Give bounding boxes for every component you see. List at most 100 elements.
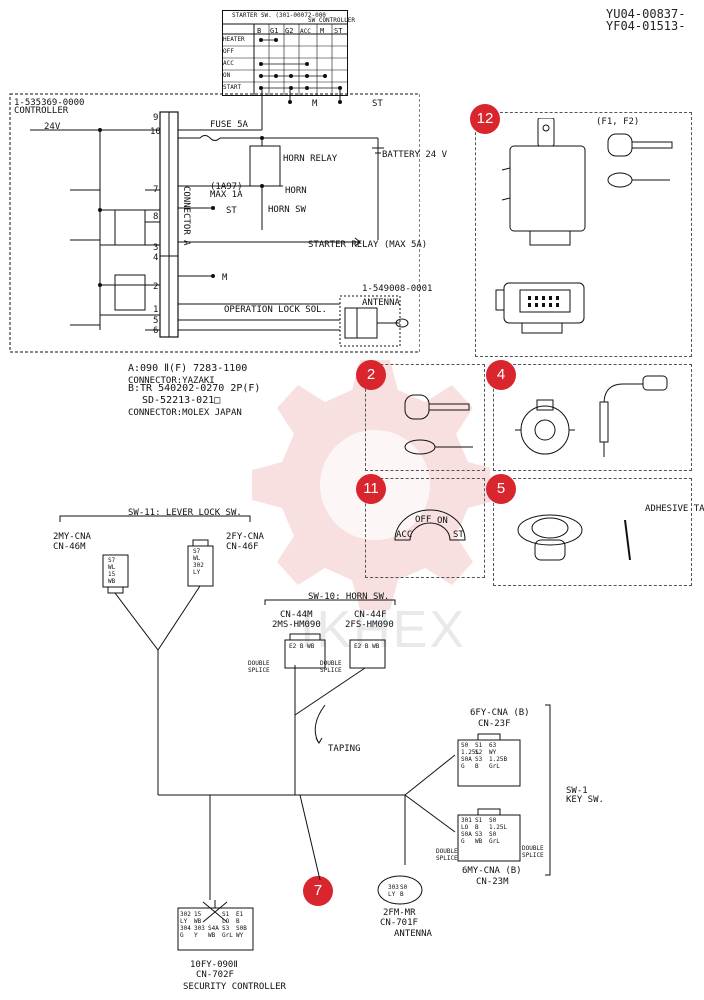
double-splice-3: DOUBLE SPLICE — [436, 848, 458, 862]
cn44m-pins: E2 B WB — [289, 643, 315, 650]
part-12-note: (F1, F2) — [596, 117, 640, 127]
cna-6my: 6MY-CNA (B) — [462, 866, 522, 876]
label-starter-relay: STARTER RELAY (MAX 5A) — [308, 240, 428, 250]
part-5-note: ADHESIVE TAPE — [645, 504, 704, 514]
part-badge-4: 4 — [486, 360, 516, 390]
pin-7: 7 — [153, 185, 159, 195]
part-box-11 — [365, 478, 485, 578]
pin-3: 3 — [153, 243, 159, 253]
pin-8: 8 — [153, 212, 159, 222]
key-ring-drawing — [394, 509, 466, 541]
label-horn-sw: HORN SW — [268, 205, 306, 215]
col-g1: G1 — [270, 27, 279, 35]
security-controller-drawing — [495, 118, 673, 334]
controller-label: CONTROLLER — [14, 106, 69, 116]
lever-lock-title: SW-11: LEVER LOCK SW. — [128, 508, 242, 518]
controller-circuit — [9, 90, 420, 353]
label-lamp: (1A97) — [210, 182, 243, 192]
cna-10fy-cn: CN-702F — [196, 970, 234, 980]
col-st: ST — [334, 27, 343, 35]
col-g2: G2 — [285, 27, 294, 35]
ring-acc: ACC — [396, 530, 413, 540]
cn44m: CN-44M — [280, 610, 313, 620]
connector-a-label: CONNECTOR A — [181, 186, 191, 246]
controller-part: 1-535369-0000 — [14, 98, 85, 108]
part-badge-2: 2 — [356, 360, 386, 390]
part-badge-5: 5 — [486, 474, 516, 504]
starter-switch-table — [222, 10, 348, 96]
part-badge-11: 11 — [356, 474, 386, 504]
ring-st: ST — [453, 530, 464, 540]
part-badge-12: 12 — [470, 104, 500, 134]
part-box-2 — [365, 364, 485, 471]
pin-6: 6 — [153, 326, 159, 336]
pin-1: 1 — [153, 305, 159, 315]
cn44f-type: 2FS-HM090 — [345, 620, 394, 630]
label-fuse: FUSE 5A — [210, 120, 248, 130]
label-battery: BATTERY 24 V — [382, 150, 448, 160]
label-24v: 24V — [44, 122, 61, 132]
col-b: B — [257, 27, 262, 35]
cn44f: CN-44F — [354, 610, 387, 620]
pin-2: 2 — [153, 282, 159, 292]
part-box-4 — [493, 364, 692, 471]
row-acc: ACC — [223, 60, 234, 67]
label-antenna-part: 1-549008-0001 — [362, 284, 433, 294]
double-splice-1: DOUBLE SPLICE — [248, 660, 270, 674]
row-off: OFF — [223, 48, 234, 55]
label-horn-relay: HORN RELAY — [283, 154, 338, 164]
starter-switch-title: STARTER SW. (301-00072-000 — [232, 12, 326, 19]
row-start: START — [223, 84, 242, 91]
col-acc: ACC — [300, 28, 311, 35]
horn-sw-title: SW-10: HORN SW. — [308, 592, 390, 602]
double-splice-4: DOUBLE SPLICE — [522, 845, 544, 859]
cna-6my-cn: CN-23M — [476, 877, 509, 887]
row-on: ON — [223, 72, 231, 79]
note-b-maker: CONNECTOR:MOLEX JAPAN — [128, 408, 242, 418]
doc-code-2: YF04-01513- — [606, 19, 686, 33]
label-m-2: M — [222, 273, 228, 283]
cna-6fy: 6FY-CNA (B) — [470, 708, 530, 718]
label-st-2: ST — [372, 99, 383, 109]
label-op-lock: OPERATION LOCK SOL. — [224, 305, 327, 315]
label-horn: HORN — [285, 186, 307, 196]
sw11-label: SW-1 — [566, 786, 588, 796]
cna-2fy-cn: CN-46F — [226, 542, 259, 552]
watermark-text: IKHEX — [300, 601, 467, 659]
pin-9: 9 — [153, 113, 159, 123]
key-set-drawing — [404, 394, 473, 455]
cna-10fy: 10FY-090Ⅱ — [190, 960, 238, 970]
label-antenna-top: ANTENNA — [362, 298, 400, 308]
part-box-5 — [493, 478, 692, 586]
note-b: B:TR 540202-0270 2P(F) — [128, 383, 261, 394]
ring-off: OFF — [415, 515, 432, 525]
cna-2my-cn: CN-46M — [53, 542, 86, 552]
ring-on: ON — [437, 516, 448, 526]
note-b2: SD-52213-021□ — [142, 395, 221, 406]
pin-4: 4 — [153, 253, 159, 263]
cna-6fy-cn: CN-23F — [478, 719, 511, 729]
double-splice-2: DOUBLE SPLICE — [320, 660, 342, 674]
pin-10: 10 — [150, 127, 161, 137]
part-box-12 — [475, 112, 692, 357]
key-switch-drawing — [515, 375, 668, 457]
wire-harness — [59, 515, 551, 951]
cna-2my: 2MY-CNA — [53, 532, 91, 542]
cna-2fm-cn: CN-701F — [380, 918, 418, 928]
taping-label: TAPING — [328, 744, 361, 754]
note-a: A:090 Ⅱ(F) 7283-1100 — [128, 363, 248, 374]
cna-2fm: 2FM-MR — [383, 908, 416, 918]
label-lamp-max: MAX 1A — [210, 190, 243, 200]
doc-code-1: YU04-00837- — [606, 7, 686, 21]
key-sw-label: KEY SW. — [566, 795, 604, 805]
cn44m-type: 2MS-HM090 — [272, 620, 321, 630]
bezel-drawing — [517, 514, 631, 561]
cn44f-pins: E2 B WB — [354, 643, 380, 650]
label-st-1: ST — [226, 206, 237, 216]
